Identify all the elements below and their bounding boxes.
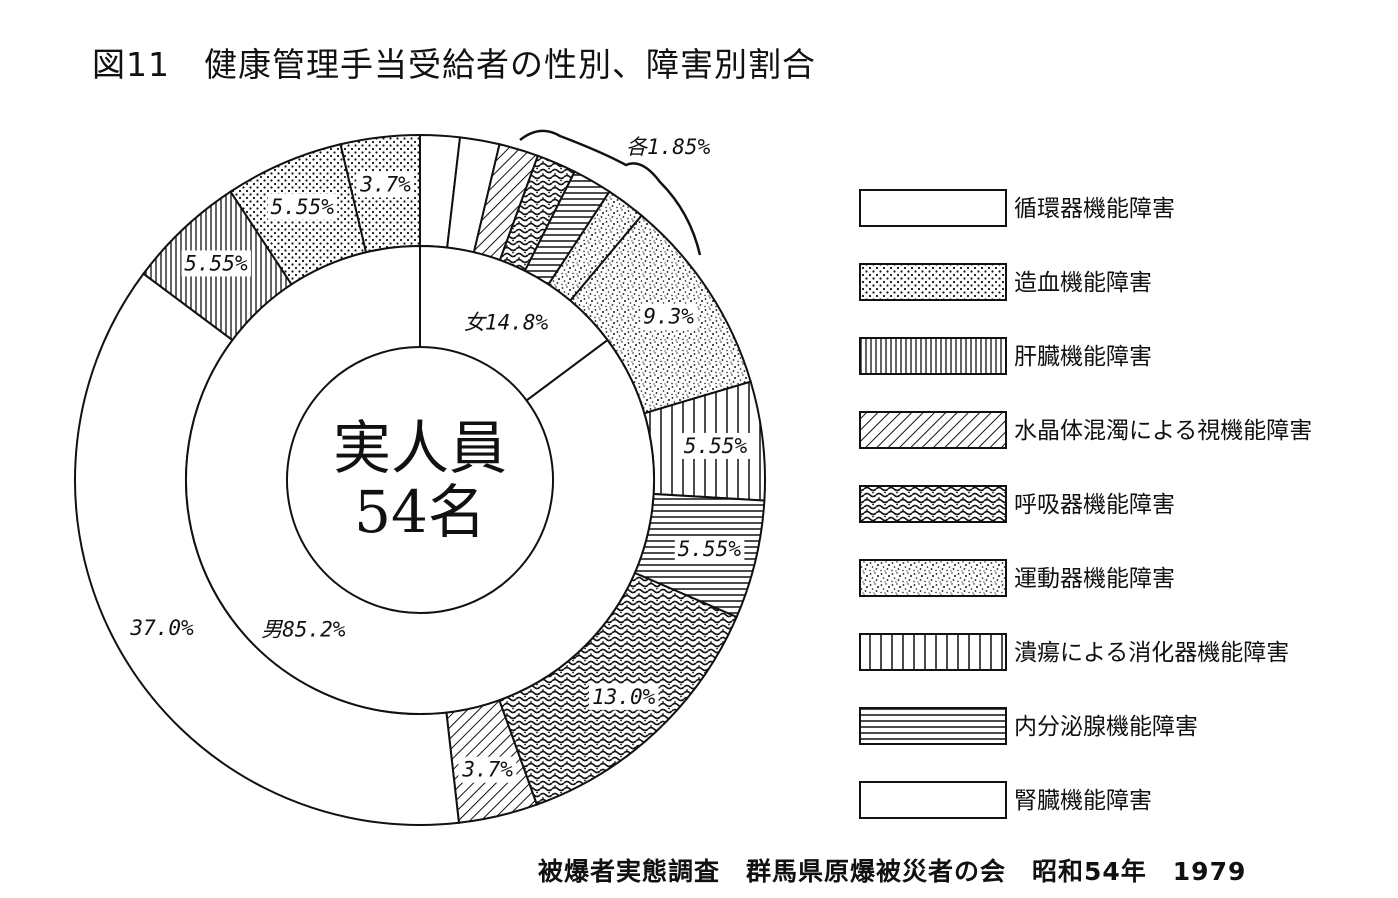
legend-item: 運動器機能障害 bbox=[859, 559, 1175, 597]
outer-slice-label: 5.55% bbox=[678, 537, 742, 561]
outer-slice-label-bg bbox=[458, 756, 517, 783]
legend-item: 腎臓機能障害 bbox=[859, 781, 1152, 819]
center-label-line1: 実人員 bbox=[333, 414, 507, 482]
legend-swatch bbox=[859, 189, 1007, 227]
legend-label: 運動器機能障害 bbox=[1014, 566, 1175, 592]
outer-slice-label-bg bbox=[589, 683, 659, 710]
legend-item: 内分泌腺機能障害 bbox=[859, 707, 1198, 745]
legend-swatch bbox=[859, 633, 1007, 671]
legend-label: 腎臓機能障害 bbox=[1014, 788, 1152, 814]
legend-item: 肝臓機能障害 bbox=[859, 337, 1152, 375]
outer-slice-label: 3.7% bbox=[461, 758, 513, 782]
outer-slice-label: 5.55% bbox=[184, 251, 248, 275]
chart-title: 図11 健康管理手当受給者の性別、障害別割合 bbox=[92, 45, 816, 84]
legend-item: 造血機能障害 bbox=[859, 263, 1152, 301]
legend-swatch bbox=[859, 263, 1007, 301]
outer-slice-label-bg bbox=[640, 303, 698, 330]
outer-slice-label-bg bbox=[267, 193, 338, 220]
outer-slice-label: 13.0% bbox=[592, 685, 656, 709]
outer-slice-label: 37.0% bbox=[129, 616, 194, 640]
outer-slice-label: 5.55% bbox=[684, 434, 748, 458]
bracket-label: 各1.85% bbox=[626, 135, 711, 159]
inner-ring bbox=[185, 244, 655, 715]
outer-slice-label: 9.3% bbox=[643, 305, 694, 329]
legend-label: 内分泌腺機能障害 bbox=[1014, 714, 1198, 740]
legend-swatch bbox=[859, 707, 1007, 745]
outer-slice-label: 3.7% bbox=[359, 173, 411, 197]
legend-swatch bbox=[859, 781, 1007, 819]
legend: 循環器機能障害造血機能障害肝臓機能障害水晶体混濁による視機能障害呼吸器機能障害運… bbox=[859, 189, 1312, 819]
legend-swatch bbox=[859, 485, 1007, 523]
outer-slice-label-bg bbox=[674, 535, 745, 562]
legend-label: 潰瘍による消化器機能障害 bbox=[1014, 640, 1289, 666]
outer-slice-label: 5.55% bbox=[271, 195, 335, 219]
legend-label: 肝臓機能障害 bbox=[1014, 344, 1152, 370]
center-label-line2: 54名 bbox=[354, 478, 486, 546]
outer-slice-label-bg bbox=[680, 432, 751, 459]
legend-item: 水晶体混濁による視機能障害 bbox=[859, 411, 1312, 449]
legend-label: 呼吸器機能障害 bbox=[1014, 492, 1175, 518]
outer-slice-label-bg bbox=[356, 171, 415, 198]
legend-item: 循環器機能障害 bbox=[859, 189, 1175, 227]
legend-item: 潰瘍による消化器機能障害 bbox=[859, 633, 1289, 671]
legend-swatch bbox=[859, 411, 1007, 449]
legend-swatch bbox=[859, 559, 1007, 597]
outer-slice-label-bg bbox=[181, 250, 251, 277]
outer-slice-label-bg bbox=[126, 615, 198, 642]
source-note: 被爆者実態調査 群馬県原爆被災者の会 昭和54年 1979 bbox=[538, 857, 1247, 886]
inner-slice-label: 男85.2% bbox=[261, 617, 346, 641]
legend-swatch bbox=[859, 337, 1007, 375]
outer-ring bbox=[74, 133, 766, 826]
legend-label: 水晶体混濁による視機能障害 bbox=[1014, 418, 1312, 444]
legend-label: 造血機能障害 bbox=[1014, 270, 1152, 296]
legend-label: 循環器機能障害 bbox=[1014, 196, 1175, 222]
legend-item: 呼吸器機能障害 bbox=[859, 485, 1175, 523]
inner-slice bbox=[185, 244, 655, 715]
bracket-curve bbox=[519, 129, 702, 256]
inner-slice-label: 女14.8% bbox=[464, 310, 549, 334]
slice-labels: 9.3% 5.55% 5.55% 13.0% 3.7% 37.0% 5.55% 5.55% 3.… bbox=[126, 171, 751, 783]
inner-slice bbox=[419, 244, 609, 402]
